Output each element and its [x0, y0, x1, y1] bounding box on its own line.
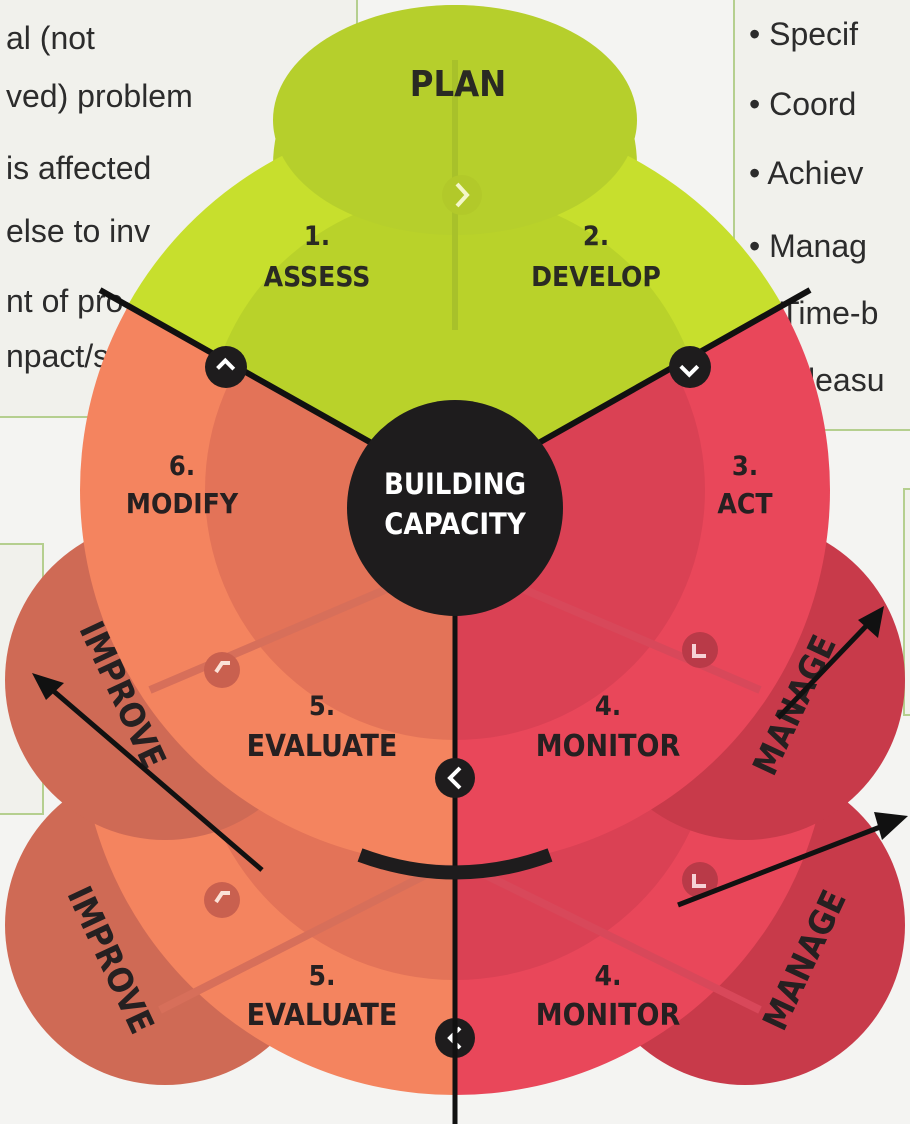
- act-monitor-marker-icon: [682, 632, 718, 668]
- main-circle-bottom-edge: [357, 848, 553, 880]
- monitor-label: MONITOR: [536, 729, 681, 764]
- monitor-evaluate-back-arrow-icon: [435, 758, 475, 798]
- arrow-to-right-box-lower: [677, 821, 889, 908]
- right-note-line-3: • Achiev: [749, 155, 864, 191]
- assess-modify-marker-icon: [205, 346, 247, 388]
- center-label-line-1: BUILDING: [384, 467, 526, 501]
- lower-monitor-number: 4.: [594, 959, 621, 992]
- modify-number: 6.: [169, 451, 195, 482]
- left-note-line-6: npact/s: [6, 338, 110, 374]
- act-label: ACT: [717, 487, 773, 520]
- left-note-line-4: else to inv: [6, 213, 151, 249]
- arrow-to-right-box-upper: [776, 620, 872, 720]
- right-mid-box: [903, 488, 910, 716]
- arrow-head-right-upper-icon: [858, 606, 884, 638]
- develop-act-marker-icon: [669, 346, 711, 388]
- develop-number: 2.: [583, 221, 609, 252]
- center-building-capacity-circle: [347, 400, 563, 616]
- right-note-line-6: leasu: [808, 362, 885, 398]
- evaluate-label: EVALUATE: [247, 729, 398, 764]
- lower-evaluate-number: 5.: [308, 959, 335, 992]
- assess-label: ASSESS: [264, 260, 371, 293]
- act-number: 3.: [732, 451, 758, 482]
- arrow-to-left-box: [48, 686, 264, 872]
- right-note-line-1: • Specif: [749, 16, 859, 52]
- lower-evaluate-label: EVALUATE: [247, 998, 398, 1033]
- left-note-line-3: is affected: [6, 150, 152, 186]
- modify-label: MODIFY: [126, 487, 239, 520]
- develop-label: DEVELOP: [531, 260, 661, 293]
- right-note-line-2: • Coord: [749, 86, 857, 122]
- center-label-line-2: CAPACITY: [384, 507, 527, 541]
- arrow-head-right-lower-icon: [874, 812, 908, 840]
- lower-left-chevron-marker: [204, 882, 240, 918]
- plan-label: PLAN: [410, 64, 507, 105]
- left-note-line-2: ved) problem: [6, 78, 193, 114]
- evaluate-number: 5.: [309, 691, 335, 722]
- arrow-head-left-box-icon: [32, 673, 64, 700]
- lower-right-chevron-marker: [682, 862, 718, 898]
- right-note-line-4: • Manag: [749, 228, 867, 264]
- annotation-arrows: [32, 606, 908, 908]
- monitor-number: 4.: [595, 691, 621, 722]
- evaluate-modify-marker-icon: [204, 652, 240, 688]
- plan-forward-arrow-icon: [442, 175, 482, 215]
- lower-monitor-label: MONITOR: [536, 998, 681, 1033]
- left-note-line-1: al (not: [6, 20, 95, 56]
- assess-number: 1.: [304, 221, 330, 252]
